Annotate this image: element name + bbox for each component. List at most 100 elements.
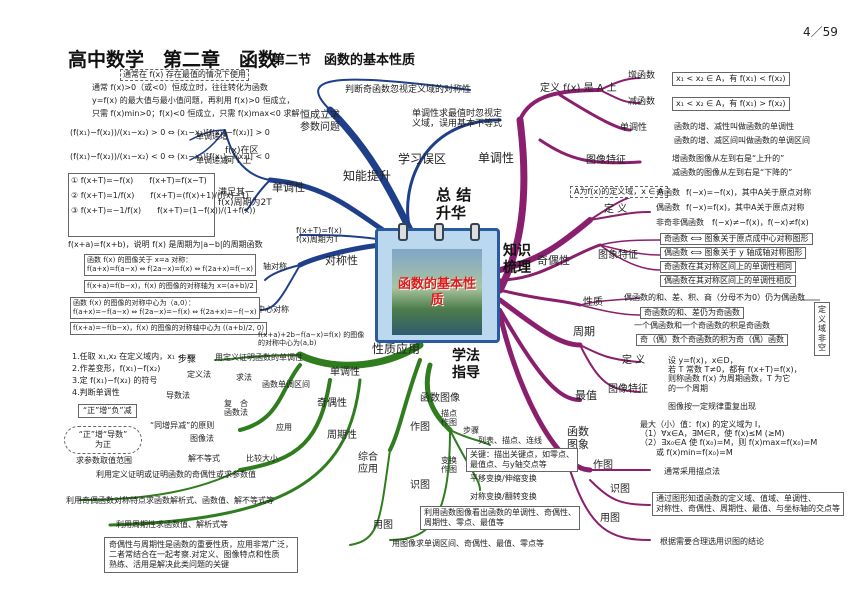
- decreasing-label: 单调递减: [196, 156, 228, 165]
- transform-2: 对称变换/翻转变换: [470, 492, 537, 501]
- period-row: ② f(x+T)=1/f(x) f(x+T)=(f(x)+1)/(f(x)−1): [71, 191, 249, 200]
- period-row: ③ f(x+T)=−1/f(x) f(x+T)=(1−f(x))/(1+f(x)…: [71, 206, 256, 215]
- binder-ring: [398, 223, 408, 241]
- period-t-note: f(x+T)=f(x) f(x)周期为T: [296, 226, 342, 245]
- transform-method: 变换 作图: [441, 456, 457, 475]
- list-draw: 列表、描点、连线: [478, 436, 542, 445]
- mono-desc-2: 函数的增、减区间叫做函数的单调区间: [674, 136, 810, 145]
- binder-ring: [434, 223, 444, 241]
- axis-symmetry-label: 轴对称: [263, 262, 287, 271]
- deriv-method: 导数法: [166, 391, 190, 400]
- even-def: f(−x)=f(x)，其中A关于原点对称: [686, 203, 805, 212]
- mistake-odd-domain: 判断奇函数忽视定义域的对称性: [345, 85, 472, 95]
- constant-note-2: y=f(x) 的最大值与最小值问题，再利用 f(x)>0 恒成立，: [92, 96, 295, 105]
- param-range: 求参数取值范围: [76, 456, 132, 465]
- graph-feat-fall: 减函数的图像从左到右是“下降的”: [672, 168, 793, 177]
- zheng-fu-note: “正”增“负”减: [78, 404, 137, 418]
- interval-label: f(x)在区 间 I 上: [225, 146, 259, 167]
- compose-method: 复 合 函数法: [224, 399, 248, 418]
- domain-nonempty-note: 定义域非空: [814, 302, 830, 356]
- step-4: 4.判断单调性: [72, 388, 120, 397]
- mono-interval: 函数单调区间: [262, 380, 310, 389]
- recognize-bottom-desc: 利用函数图像看出函数的单调性、奇偶性、 周期性、零点、最值等: [420, 506, 580, 530]
- period-use: 利用周期性求函数值、解析式等: [116, 520, 228, 529]
- center-ab-note: f(x+a)+2b−f(a−x)=f(x) 的图像 的对称中心为(a,b): [258, 331, 365, 348]
- apply-label: 应用: [276, 423, 292, 432]
- increasing-def: x₁ < x₂ ∈ A，有 f(x₁) < f(x₂): [672, 72, 790, 86]
- constant-param-label: 恒成立求 参数问题: [300, 110, 340, 133]
- landscape-photo: [392, 249, 482, 335]
- graph-feature-1: 图像特征: [586, 155, 626, 166]
- decreasing-fn: 减函数: [628, 97, 656, 107]
- period-row: ① f(x+T)=−f(x) f(x+T)=f(x−T): [71, 176, 207, 185]
- func-graph-right: 函数 图象: [567, 425, 589, 451]
- property-4: 奇（偶）数个奇函数的积为奇（偶）函数: [636, 334, 788, 346]
- period-bottom: 周期性: [327, 430, 357, 441]
- branch-knowledge-up: 知能提升: [343, 169, 392, 183]
- even-fn: 偶函数: [656, 203, 680, 212]
- increasing-label: 单调递增: [196, 132, 228, 141]
- center-formula-box: f(x+a)=−f(b−x)，f(x) 的图像的对称轴中心为 ((a+b)/2,…: [70, 322, 268, 335]
- combined-note: 奇偶性与周期性是函数的重要性质，应用非常广泛， 二者常结合在一起考察.对定义、图…: [104, 537, 298, 573]
- branch-knowledge: 知识 梳理: [503, 243, 531, 276]
- hub-title: 函数的基本性质: [397, 277, 476, 309]
- odd-def: f(−x)=−f(x)，其中A关于原点对称: [686, 188, 812, 197]
- step-1: 1.任取 x₁,x₂ 在定义域内，x₁ < x₂: [72, 352, 195, 361]
- mono-desc-1: 函数的增、减性叫做函数的单调性: [674, 122, 794, 131]
- decreasing-def: x₁ < x₂ ∈ A，有 f(x₁) > f(x₂): [672, 97, 790, 111]
- steps-bottom: 步骤: [463, 426, 479, 435]
- central-hub-card: 函数的基本性质: [375, 223, 500, 343]
- combined-app: 综合 应用: [358, 452, 378, 475]
- transform-1: 平移变换/伸缩变换: [470, 474, 537, 483]
- mistake-min-max: 单调性求最值时忽视定 义域，误用基本不等式: [412, 109, 503, 130]
- parity-use-2: 利用奇偶函数对称特点求函数解析式、函数值、解不等式等: [66, 496, 274, 505]
- constant-note-1: 通常 f(x)>0（或<0）恒成立时，往往转化为函数: [92, 83, 268, 92]
- mono-label-left: 单调性: [272, 181, 305, 194]
- page-title: 高中数学 第二章 函数: [68, 49, 278, 71]
- graph-method: 图像法: [190, 434, 214, 443]
- branch-property-app: 性质应用: [372, 342, 421, 356]
- recognize-right-desc: 通过图形知道函数的定义域、值域、单调性、 对称性、奇偶性、周期性、最值、与坐标轴…: [652, 492, 844, 516]
- use-bottom-desc: 用图像求单调区间、奇偶性、最值、零点等: [392, 539, 544, 548]
- compare-size: 比较大小: [246, 454, 278, 463]
- branch-review: 总 结 升华: [436, 186, 472, 222]
- axis-symmetry-box: 函数 f(x) 的图像关于 x=a 对称： f(a+x)=f(a−x) ⇔ f(…: [84, 254, 257, 276]
- axis-formula-box: f(x+a)=f(b−x)，f(x) 的图像的对称轴为 x=(a+b)/2: [84, 280, 257, 293]
- zheng-dao-note: “正”增“导数” 为正: [64, 426, 142, 454]
- branch-method: 学法 指导: [452, 348, 480, 381]
- graph-feat-rise: 增函数图像从左到右是“上升的”: [672, 154, 785, 163]
- mono-bottom: 单调性: [330, 367, 360, 378]
- property-2: 奇函数的和、差仍为奇函数: [640, 307, 744, 319]
- def-label: 定义 f(x) 是 A 上: [540, 83, 617, 94]
- step-3: 3.定 f(x₁)−f(x₂) 的符号: [72, 376, 158, 385]
- center-symmetry-label: 中心对称: [257, 305, 289, 314]
- page-number: 4／59: [803, 25, 838, 39]
- parity-use-1: 利用定义证明或证明函数的奇偶性或求参数值: [96, 470, 256, 479]
- draw-bottom: 作图: [410, 422, 430, 433]
- branch-learn-area: 学习误区: [398, 152, 447, 166]
- extreme-label: 最值: [575, 389, 597, 402]
- inequality: 解不等式: [188, 454, 220, 463]
- usage-note: 通常在 f(x) 存在最值的情况下使用: [120, 69, 249, 81]
- plot-method: 描点 作图: [441, 409, 457, 428]
- recognize-bottom: 识图: [410, 480, 430, 491]
- property-1: 偶函数的和、差、积、商（分母不为0）仍为偶函数: [624, 293, 806, 302]
- section-title: 第二节 函数的基本性质: [272, 53, 416, 68]
- use-right-desc: 根据需要合理选用识图的结论: [660, 537, 764, 546]
- key-points-note: 关键：描出关键点，如零点、 最值点、与y轴交点等: [466, 448, 578, 472]
- tongzeng-note: “同增异减”的原则: [150, 421, 215, 430]
- binder-ring: [470, 223, 480, 241]
- graph-feature-3: 图像特征: [608, 384, 648, 395]
- odd-fn: 奇函数: [656, 188, 680, 197]
- symmetry-label: 对称性: [325, 254, 358, 267]
- center-symmetry-box: 函数 f(x) 的图像的对称中心为（a,0）： f(a+x)=−f(a−x) ⇔…: [70, 297, 260, 319]
- def-method: 定义法: [187, 370, 211, 379]
- period-def: 设 y=f(x)，x∈D， 若 T 常数 T≠0，都有 f(x+T)=f(x)，…: [668, 356, 802, 393]
- mono-right: 单调性: [620, 123, 648, 133]
- period-ab-note: f(x+a)=f(x+b)，说明 f(x) 是周期为|a−b|的周期函数: [68, 240, 263, 249]
- draw-right-desc: 通常采用描点法: [664, 467, 720, 476]
- constant-note-3: 只需 f(x)min>0；f(x)<0 恒成立，只需 f(x)max<0 求解: [92, 109, 300, 118]
- neither-fn: 非奇非偶函数 f(−x)≠−f(x)，f(−x)≠f(x): [656, 218, 809, 227]
- graph-feature-2: 图象特征: [598, 250, 638, 261]
